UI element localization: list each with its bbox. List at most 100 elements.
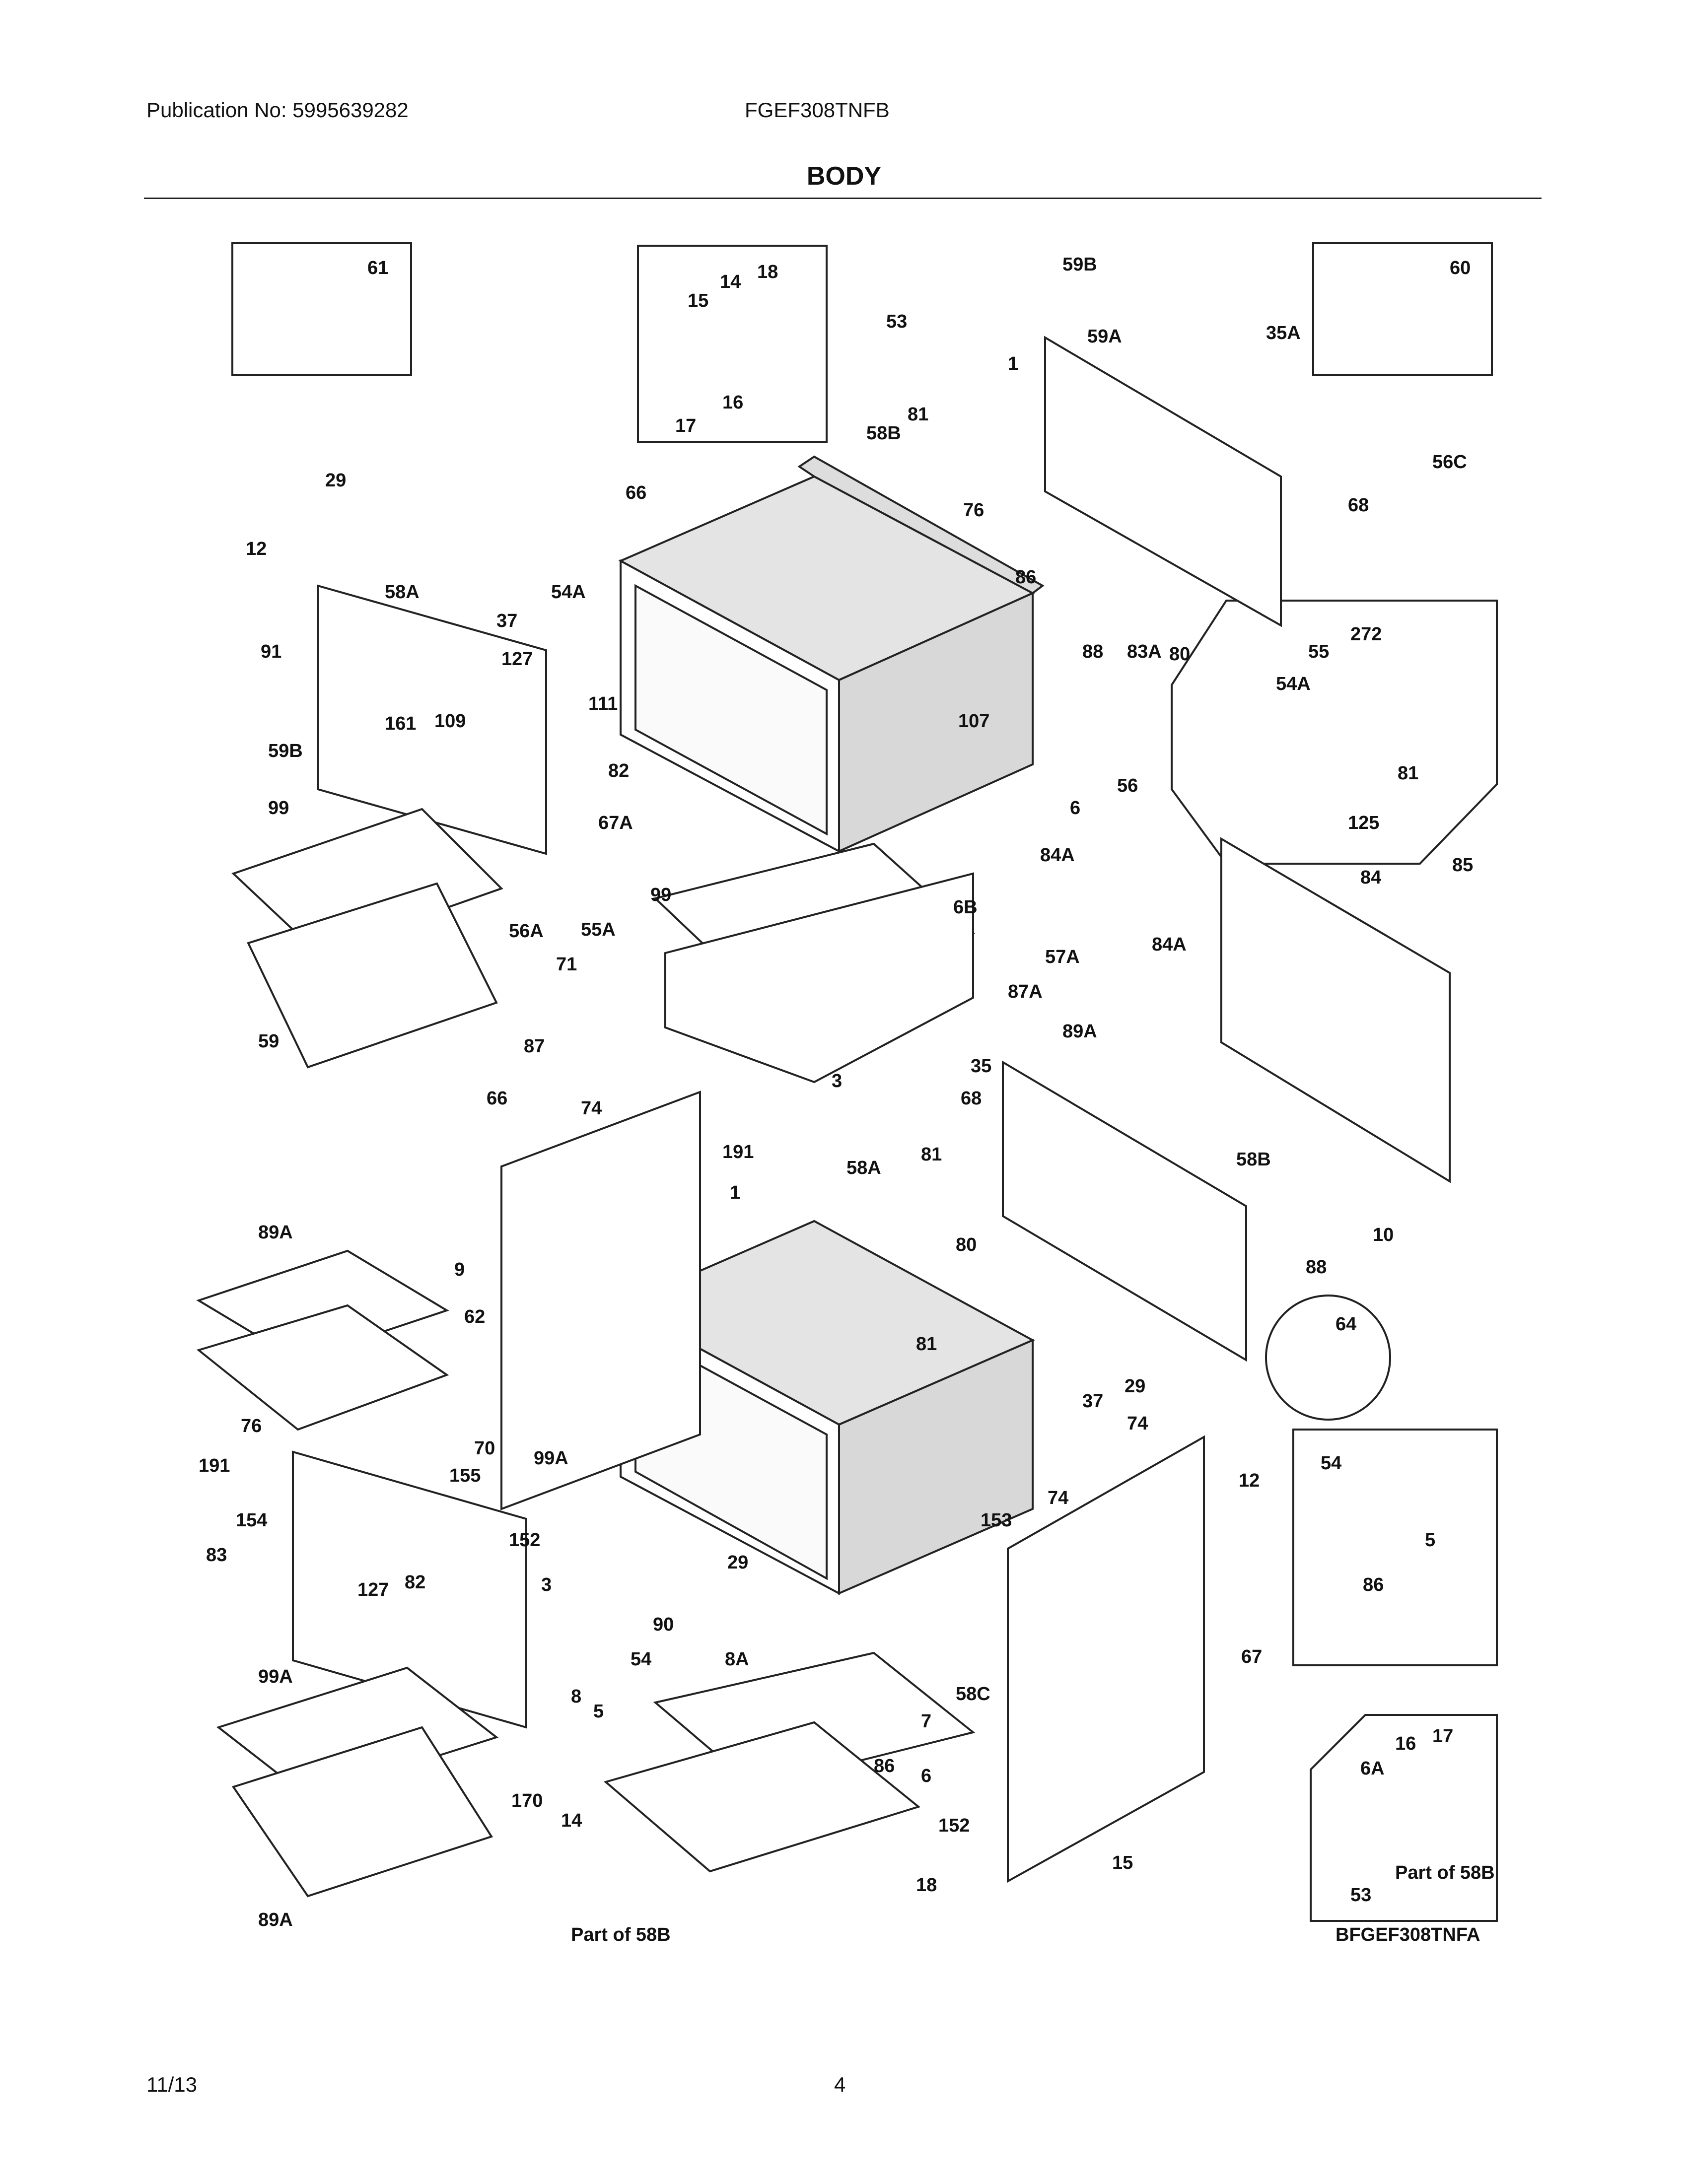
inset-box-bracket [231,242,412,376]
part-label: 37 [496,611,517,631]
part-label: 16 [1395,1733,1416,1754]
upper-oven-door [317,584,547,855]
rear-panel-lower [1002,1060,1247,1362]
part-label: 81 [908,404,928,425]
part-label: 59B [268,741,303,761]
part-label: 8A [725,1649,749,1670]
part-label: 85 [1452,855,1473,876]
part-label: 12 [246,539,267,559]
part-labels: 61 18 14 15 16 17 59B 60 35A 59A 53 1 81… [199,254,1495,1945]
part-label: 14 [720,272,741,292]
part-label: 54 [631,1649,651,1670]
part-label: 54A [551,582,586,603]
part-label: 89A [258,1222,293,1243]
part-label: 74 [581,1098,602,1119]
part-label: 76 [963,500,984,521]
part-label: 9 [454,1259,465,1280]
part-label: 29 [1125,1376,1145,1397]
part-label: 53 [886,311,907,332]
part-label: 67A [598,813,633,833]
part-label: 59B [1062,254,1097,275]
part-label: 90 [653,1614,674,1635]
bottom-plate-lower [603,1721,921,1873]
header-rule [144,198,1542,199]
part-label: 58C [956,1684,990,1705]
model-number: FGEF308TNFB [745,98,890,122]
part-label: 82 [405,1572,425,1593]
part-label: 152 [938,1815,970,1836]
part-label: 35 [971,1056,991,1077]
part-label: 109 [434,711,466,732]
part-label: 3 [832,1071,842,1092]
part-label: 12 [1239,1470,1260,1491]
part-label: 87 [524,1036,545,1057]
part-label: 84A [1040,845,1075,866]
inset-box-light-lower [1310,1714,1498,1922]
part-label: 7 [921,1711,931,1732]
part-label: 154 [236,1510,267,1531]
part-label: 54 [1321,1453,1341,1474]
part-label: 88 [1306,1257,1327,1278]
part-label: 59A [1087,326,1122,347]
part-label: 99A [258,1666,293,1687]
section-title: BODY [806,162,882,191]
part-label: 170 [511,1790,543,1811]
part-label: 161 [385,713,416,734]
rack-upper-1 [231,808,503,955]
part-label: 57A [1045,947,1080,967]
part-label: 17 [675,415,696,436]
part-label: Part of 58B [1395,1862,1495,1883]
part-label: 68 [1348,495,1369,516]
part-label: 80 [1169,644,1190,665]
part-label: 64 [1336,1314,1356,1335]
part-label: 191 [722,1142,754,1162]
part-label: 29 [325,470,346,491]
part-label: 191 [199,1455,230,1476]
part-label: 58B [866,423,901,444]
inset-box-fan [1171,600,1498,865]
part-label: 55A [581,919,616,940]
part-label: 68 [961,1088,982,1109]
part-label: 1 [730,1182,740,1203]
part-label: 74 [1048,1488,1068,1508]
part-label: 56A [509,921,544,942]
part-label: 54A [1276,674,1311,694]
part-label: 81 [916,1334,937,1355]
part-label: 71 [556,954,577,975]
part-label: 127 [357,1579,389,1600]
side-panel-left [500,1091,701,1510]
part-label: 81 [921,1144,942,1165]
figure-code: BFGEF308TNFA [1336,1924,1480,1945]
part-label: 18 [916,1875,937,1896]
part-label: 67 [1241,1646,1262,1667]
part-label: 6 [921,1766,931,1786]
part-label: 86 [1363,1574,1384,1595]
part-label: 99A [534,1448,568,1469]
part-label: 35A [1266,323,1301,343]
part-label: 91 [261,641,281,662]
part-label: 66 [487,1088,507,1109]
inset-box-light [637,245,828,443]
part-label: 83A [1127,641,1162,662]
part-label: 88 [1082,641,1103,662]
part-label: 81 [1398,763,1418,784]
rack-upper-2 [247,882,498,1069]
part-label: 107 [958,711,989,732]
part-label: 1 [1008,353,1018,374]
part-label: 272 [1350,624,1382,645]
part-label: 6A [1360,1758,1385,1779]
part-label: 56C [1432,452,1467,473]
inset-box-sensor [1292,1429,1498,1666]
part-label: 16 [722,392,743,413]
page-number: 4 [834,2073,846,2096]
part-label: 53 [1350,1885,1371,1906]
part-label: 84 [1360,867,1381,888]
part-label: 83 [206,1545,227,1566]
part-label: 58A [385,582,420,603]
part-label: 59 [258,1031,279,1052]
part-label: 89A [258,1910,293,1930]
part-label: 66 [626,482,646,503]
rack-lower-2 [231,1726,493,1898]
part-label: 29 [727,1552,748,1573]
